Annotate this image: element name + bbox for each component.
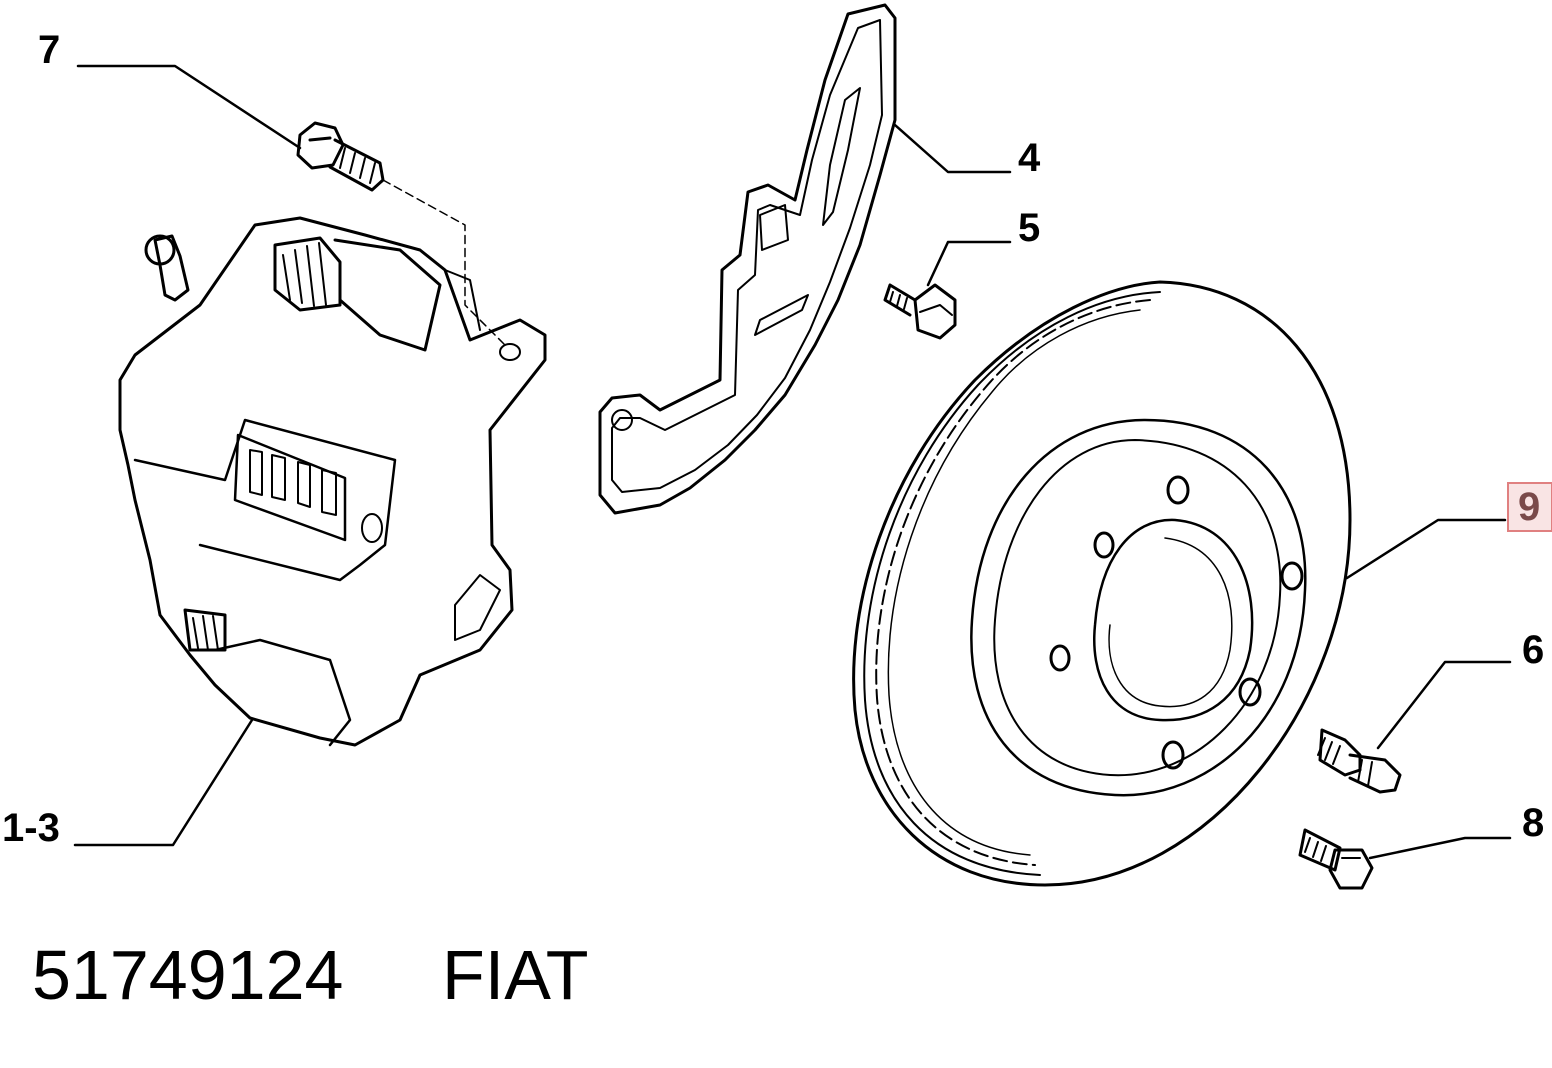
leader-lines	[73, 64, 1512, 860]
callout-4: 4	[1018, 136, 1041, 180]
part-number: 51749124	[32, 936, 344, 1014]
leader-line-4	[893, 123, 1012, 174]
callout-1-3: 1-3	[2, 806, 60, 850]
leader-line-1-3	[73, 718, 254, 847]
leader-line-9	[1345, 518, 1507, 580]
callout-9-highlight	[1507, 482, 1552, 532]
dashed-alignment-7	[382, 179, 506, 346]
leader-line-6	[1376, 660, 1512, 750]
callout-6: 6	[1522, 628, 1545, 672]
brake-disc-9	[852, 280, 1352, 887]
bolt-5	[883, 283, 957, 340]
callout-9: 9	[1518, 485, 1541, 529]
callout-8: 8	[1522, 801, 1545, 845]
shield-4	[598, 3, 897, 515]
leader-line-8	[1368, 836, 1512, 860]
callout-7: 7	[38, 28, 61, 72]
callout-5: 5	[1018, 206, 1041, 250]
leader-line-5	[926, 240, 1012, 287]
screw-8	[1298, 828, 1374, 890]
caliper-1-3	[118, 216, 547, 747]
leader-line-7	[76, 64, 302, 150]
bolt-7	[296, 121, 385, 192]
stud-6	[1317, 728, 1402, 794]
brand-name: FIAT	[442, 936, 589, 1014]
